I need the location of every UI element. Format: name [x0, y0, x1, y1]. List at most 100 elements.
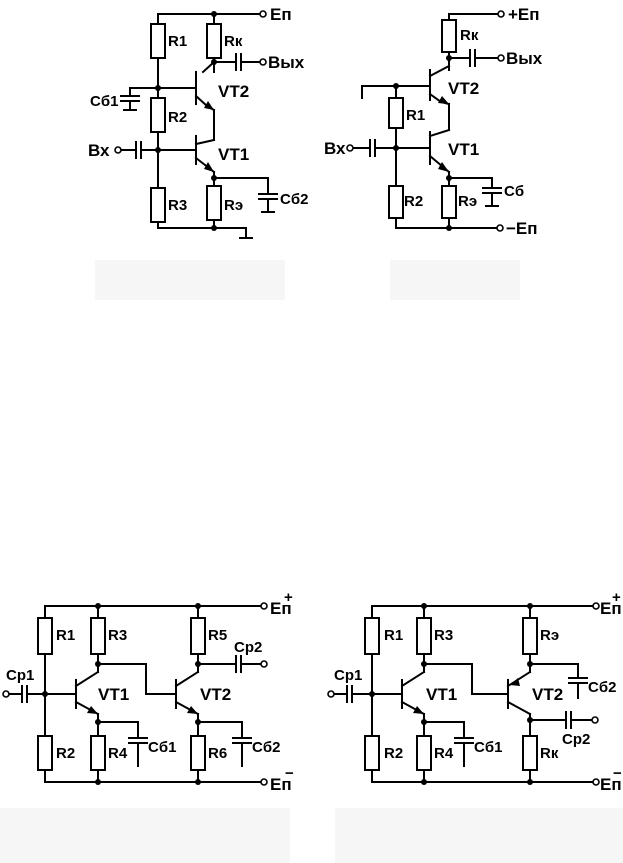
label-r2: R2	[168, 109, 187, 126]
resistor-r4	[90, 735, 106, 771]
label-in: Вх	[88, 141, 110, 160]
label-r1: R1	[56, 627, 75, 644]
resistor-r2	[388, 185, 404, 219]
label-rk: Rк	[460, 27, 479, 44]
schematic-top-right: +Eп Rк Вых VT2 R1 Вх VT1 Cб R2 Rэ −Eп	[324, 5, 543, 238]
terminal-out	[497, 54, 505, 62]
terminal-supply-neg	[260, 778, 268, 786]
label-r4: R4	[434, 745, 454, 762]
resistor-r5	[190, 617, 206, 655]
wires	[351, 13, 502, 229]
resistor-r6	[190, 735, 206, 771]
terminal-supply	[259, 10, 267, 18]
resistor-r1	[150, 23, 166, 59]
label-vt1: VT1	[426, 685, 457, 704]
label-r3: R3	[108, 627, 127, 644]
label-r6: R6	[208, 745, 227, 762]
resistor-r4	[416, 735, 432, 771]
label-supply-neg-sign: −	[613, 765, 622, 782]
label-cb1: Cб1	[148, 739, 176, 756]
label-r2: R2	[384, 745, 403, 762]
label-vt1: VT1	[218, 145, 249, 164]
label-supply-neg-sign: −	[285, 765, 294, 782]
terminal-supply-pos	[260, 602, 268, 610]
resistor-rk	[522, 735, 538, 771]
resistor-r1	[37, 617, 53, 655]
label-r4: R4	[108, 745, 128, 762]
label-cb2: Cб2	[252, 739, 280, 756]
label-r1: R1	[168, 33, 187, 50]
label-supply-pos: +Eп	[508, 5, 540, 24]
label-cp2: Cр2	[562, 731, 590, 748]
label-out: Вых	[506, 49, 543, 68]
resistor-r3	[150, 187, 166, 223]
terminal-supply-neg	[496, 224, 504, 232]
resistor-r2	[364, 735, 380, 771]
label-cp1: Cр1	[334, 667, 362, 684]
label-supply: Eп	[270, 5, 292, 24]
label-r1: R1	[406, 107, 425, 124]
label-supply-pos-sign: +	[612, 589, 621, 606]
resistor-r1	[364, 617, 380, 655]
schematic-bottom-left: Eп + R1 R3 R5 Cр2 Cр1 VT1 VT2 R2 R4 Cб1 …	[2, 589, 294, 794]
terminal-supply-pos	[592, 602, 600, 610]
resistor-re	[522, 617, 538, 655]
resistor-r2	[150, 97, 166, 133]
label-cp1: Cр1	[6, 667, 34, 684]
label-supply-neg: Eп	[270, 775, 292, 794]
terminal-supply-neg	[592, 778, 600, 786]
label-rk: Rк	[224, 33, 243, 50]
schematic-top-left: Eп R1 Rк Вых Cб1 R2 VT2 Вх VT1 R3 Rэ Cб2	[88, 5, 308, 239]
label-cb2: Cб2	[280, 191, 308, 208]
label-r3: R3	[434, 627, 453, 644]
label-cb: Cб	[504, 183, 524, 200]
terminal-in	[114, 146, 122, 154]
label-cp2: Cр2	[234, 639, 262, 656]
label-supply-neg: Eп	[600, 775, 622, 794]
wires	[7, 605, 263, 783]
terminal-out	[591, 716, 599, 724]
label-supply-pos: Eп	[600, 599, 622, 618]
label-cb1: Cб1	[90, 93, 118, 110]
label-re: Rэ	[540, 627, 559, 644]
label-out: Вых	[268, 53, 305, 72]
resistor-rk	[441, 19, 457, 53]
resistor-r3	[416, 617, 432, 655]
label-rk: Rк	[540, 745, 559, 762]
resistor-r1	[388, 97, 404, 129]
resistor-r3	[90, 617, 106, 655]
label-vt2: VT2	[448, 79, 479, 98]
label-r3: R3	[168, 197, 187, 214]
resistor-r2	[37, 735, 53, 771]
label-supply-pos-sign: +	[284, 589, 293, 606]
label-vt1: VT1	[98, 685, 129, 704]
label-r5: R5	[208, 627, 227, 644]
label-vt2: VT2	[200, 685, 231, 704]
label-vt2: VT2	[218, 82, 249, 101]
label-vt1: VT1	[448, 140, 479, 159]
schematic-bottom-right: Eп + R1 R3 Rэ Cр1 VT1 VT2 Cб2 R2 R4 Cб1 …	[327, 589, 622, 794]
terminal-in	[2, 690, 10, 698]
wires	[333, 605, 595, 783]
label-r1: R1	[384, 627, 403, 644]
resistor-rk	[206, 23, 222, 59]
label-r2: R2	[56, 745, 75, 762]
resistor-re	[206, 185, 222, 221]
label-vt2: VT2	[532, 685, 563, 704]
terminal-out	[259, 58, 267, 66]
label-re: Rэ	[224, 197, 243, 214]
wires	[120, 13, 278, 239]
label-cb1: Cб1	[474, 739, 502, 756]
label-in: Вх	[324, 139, 346, 158]
label-supply-pos: Eп	[270, 599, 292, 618]
label-supply-neg: −Eп	[506, 219, 538, 238]
terminal-out	[260, 660, 268, 668]
label-re: Rэ	[458, 193, 477, 210]
terminal-in	[346, 144, 354, 152]
resistor-re	[441, 185, 457, 219]
terminal-in	[327, 690, 335, 698]
label-cb2: Cб2	[588, 679, 616, 696]
terminal-supply-pos	[497, 10, 505, 18]
label-r2: R2	[404, 193, 423, 210]
